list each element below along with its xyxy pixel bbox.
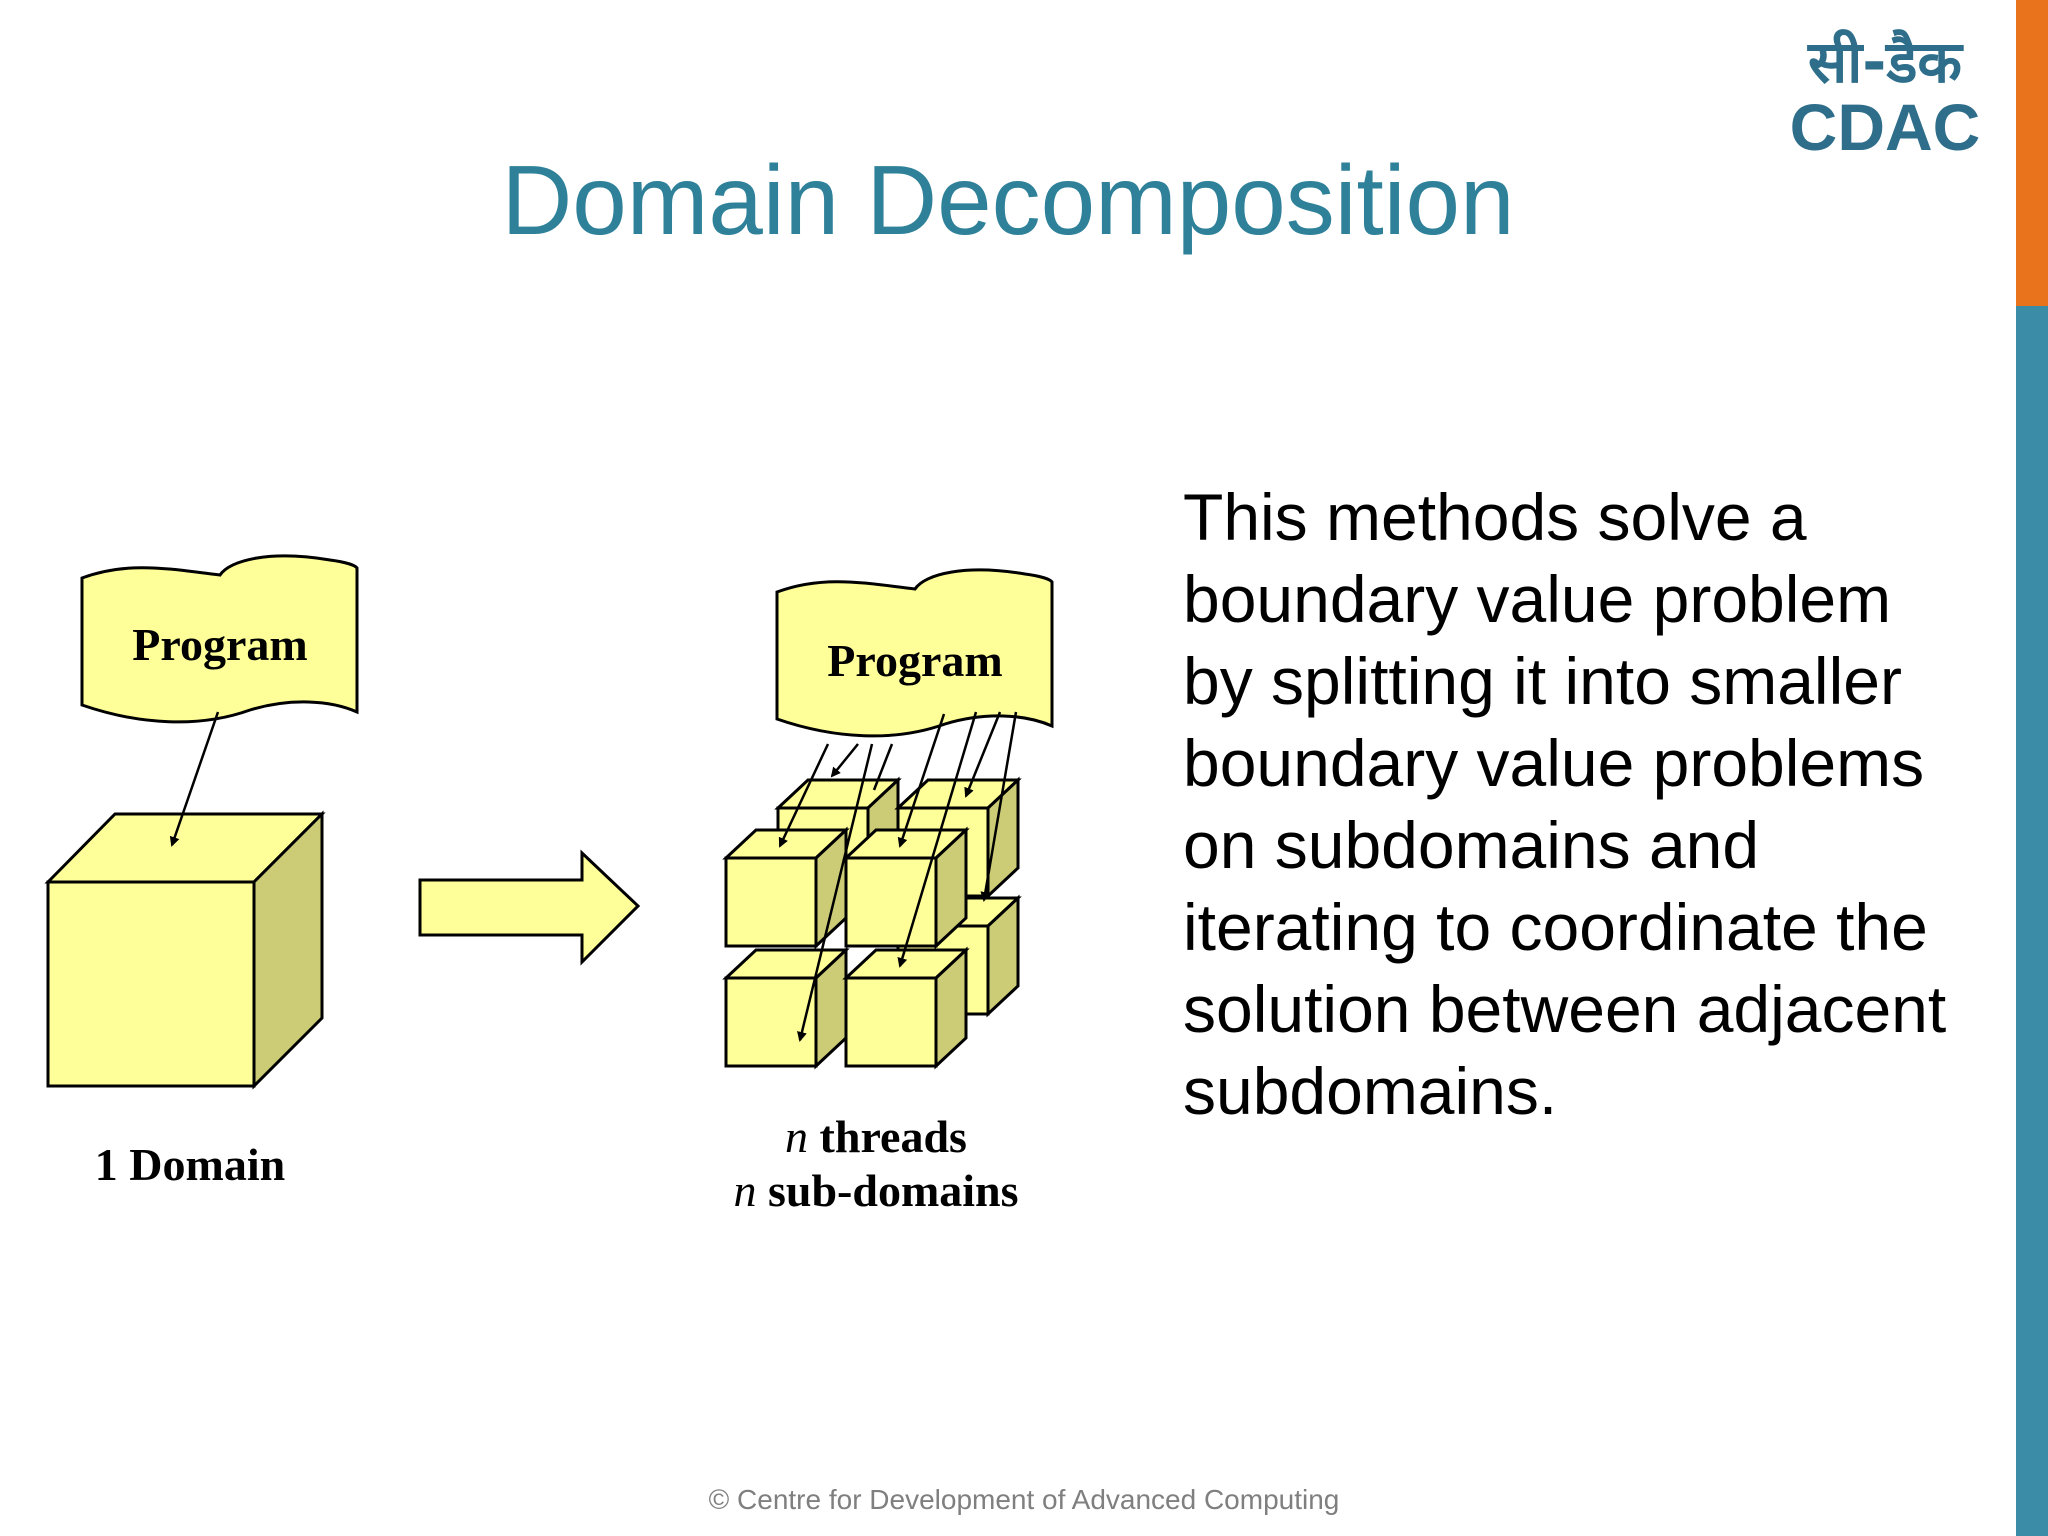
right-caption-line1: n threads — [785, 1111, 967, 1162]
left-caption: 1 Domain — [95, 1139, 285, 1190]
right-program-label: Program — [827, 635, 1002, 686]
left-program-label: Program — [132, 619, 307, 670]
single-domain-cube — [44, 810, 326, 1090]
right-program-flag: Program — [775, 568, 1054, 738]
transform-arrow — [418, 849, 641, 966]
logo-latin-text: CDAC — [1790, 90, 1980, 162]
side-accent-orange — [2016, 0, 2048, 306]
slide-title: Domain Decomposition — [501, 145, 1515, 255]
slide-body-text: This methods solve a boundary value prob… — [1183, 480, 1947, 1128]
logo-hindi-text: सी-डैक — [1807, 28, 1964, 96]
slide-footer: © Centre for Development of Advanced Com… — [708, 1484, 1340, 1515]
side-accent-teal — [2016, 306, 2048, 1536]
cdac-logo: सी-डैक CDAC — [1790, 22, 1981, 164]
subdomain-cube — [722, 946, 850, 1070]
left-program-flag: Program — [80, 554, 359, 724]
subdomain-cube — [842, 826, 970, 950]
subdomain-cubes — [722, 776, 1022, 1070]
thread-arrows — [778, 711, 1018, 1042]
right-caption-line2: n sub-domains — [733, 1165, 1018, 1216]
subdomain-cube — [842, 946, 970, 1070]
left-program-arrow — [169, 711, 220, 847]
